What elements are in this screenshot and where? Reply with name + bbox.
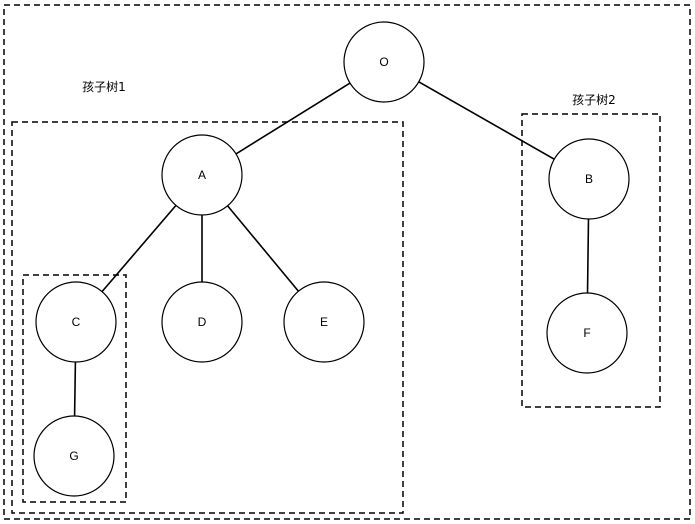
node-e: E: [283, 281, 365, 363]
subtree2-frame: [521, 113, 661, 408]
node-circle-a: [161, 134, 243, 216]
node-g: G: [33, 415, 115, 497]
node-circle-b: [548, 138, 630, 220]
node-circle-e: [283, 281, 365, 363]
node-layer: O A B C D E F G: [33, 21, 630, 497]
edge-c-g: [73, 361, 77, 417]
node-label-b: B: [585, 172, 593, 186]
subtree2-label: 孩子树2: [572, 92, 616, 107]
node-label-f: F: [583, 326, 590, 340]
outer-frame: [3, 4, 691, 520]
node-a: A: [161, 134, 243, 216]
node-label-e: E: [320, 315, 328, 329]
node-c: C: [35, 281, 117, 363]
edge-a-e: [226, 205, 300, 292]
subtree1-frame: [11, 121, 404, 514]
edge-a-c: [101, 204, 177, 293]
node-circle-c: [35, 281, 117, 363]
node-label-g: G: [69, 449, 78, 463]
node-circle-g: [33, 415, 115, 497]
edge-layer: [73, 81, 590, 417]
node-label-a: A: [198, 168, 206, 182]
subtree1-label: 孩子树1: [82, 79, 126, 94]
node-circle-f: [546, 292, 628, 374]
node-label-d: D: [198, 315, 207, 329]
edge-o-b: [418, 81, 555, 160]
node-label-o: O: [379, 55, 388, 69]
edge-o-a: [235, 82, 351, 155]
node-circle-d: [161, 281, 243, 363]
node-f: F: [546, 292, 628, 374]
edge-b-f: [586, 218, 590, 294]
node-b: B: [548, 138, 630, 220]
node-o: O: [343, 21, 425, 103]
node-d: D: [161, 281, 243, 363]
subtree-c-frame: [22, 274, 127, 503]
node-label-c: C: [72, 315, 81, 329]
node-circle-o: [343, 21, 425, 103]
